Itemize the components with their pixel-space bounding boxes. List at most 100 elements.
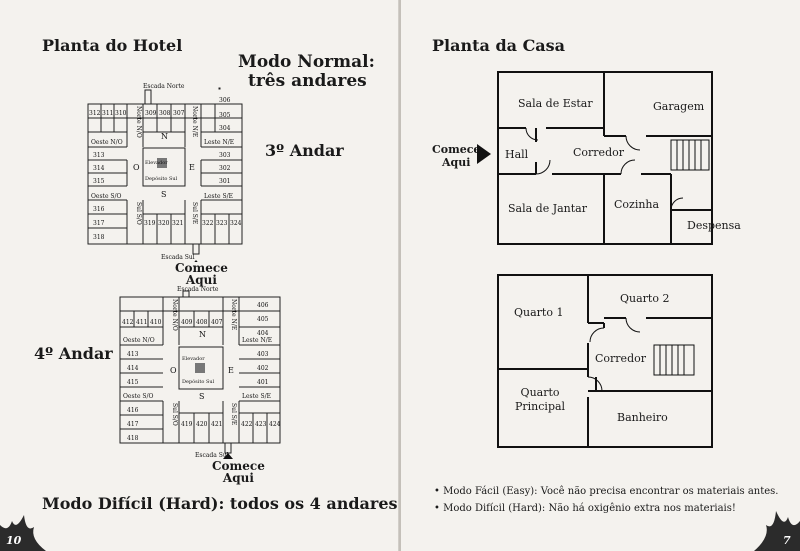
normal-mode-heading: Modo Normal: [238,52,375,72]
svg-text:Norte N/O: Norte N/O [135,106,142,138]
room-corredor-upper: Corredor [595,352,646,365]
svg-text:303: 303 [219,152,231,159]
svg-text:417: 417 [127,421,139,428]
svg-text:317: 317 [93,220,105,227]
room-cozinha: Cozinha [614,198,660,211]
svg-text:313: 313 [93,152,105,159]
start-arrow-icon [477,144,491,164]
flame-corner-icon [754,511,800,551]
room-corredor: Corredor [573,146,624,159]
svg-text:315: 315 [93,178,105,185]
south-stairs-label: Escada Sul [161,254,195,261]
svg-text:308: 308 [159,110,171,117]
svg-text:319: 319 [144,220,156,227]
svg-text:318: 318 [93,234,105,241]
east-ne-label: Leste N/E [204,139,234,146]
svg-text:323: 323 [216,220,228,227]
svg-text:324: 324 [230,220,242,227]
flame-corner-icon [0,515,46,551]
svg-text:411: 411 [136,319,147,326]
svg-text:416: 416 [127,407,139,414]
hotel-floor3-map: Escada Norte Escada Sul 312 311 310 309 … [87,83,243,262]
hotel-floor4-map: Escada Norte Escada Sul 412 411 410 409 … [119,286,281,459]
svg-text:S: S [199,392,204,401]
house-plan-title: Planta da Casa [432,36,566,55]
page-number-left: 10 [6,534,22,547]
svg-text:O: O [133,163,140,172]
svg-text:422: 422 [241,421,253,428]
west-nw-label: Oeste N/O [123,337,155,344]
bullet-hard-mode: • Modo Difícil (Hard): Não há oxigênio e… [434,503,736,514]
svg-text:307: 307 [173,110,185,117]
svg-text:314: 314 [93,165,105,172]
svg-text:S: S [161,190,166,199]
east-se-label: Leste S/E [204,193,233,200]
svg-text:415: 415 [127,379,139,386]
svg-text:403: 403 [257,351,269,358]
svg-text:401: 401 [257,379,268,386]
svg-text:Sul S/E: Sul S/E [230,403,237,425]
svg-text:306: 306 [219,97,231,104]
svg-text:Norte N/E: Norte N/E [191,106,198,137]
floor3-label: 3º Andar [265,141,344,160]
svg-text:420: 420 [196,421,208,428]
svg-text:N: N [199,330,206,339]
start-arrow-icon [223,453,233,459]
svg-text:Sul S/O: Sul S/O [135,202,142,225]
svg-text:Norte N/O: Norte N/O [171,299,178,331]
svg-text:Norte N/E: Norte N/E [230,299,237,330]
room-quarto-principal: Quarto Principal [515,386,566,413]
svg-text:305: 305 [219,112,231,119]
room-sala-estar: Sala de Estar [518,97,593,110]
svg-text:310: 310 [115,110,127,117]
hard-mode-heading: Modo Difícil (Hard): todos os 4 andares [42,494,398,513]
svg-text:Sul S/O: Sul S/O [171,403,178,426]
svg-text:408: 408 [196,319,208,326]
svg-text:410: 410 [150,319,162,326]
svg-text:Depósito Sul: Depósito Sul [145,175,178,182]
left-page: Planta do Hotel Modo Normal: três andare… [0,0,399,551]
floor4-label: 4º Andar [34,344,113,363]
svg-text:418: 418 [127,435,139,442]
stairs-icon [653,344,695,376]
north-stairs-icon [144,89,152,105]
east-ne-label: Leste N/E [242,337,272,344]
svg-text:Sul S/E: Sul S/E [191,202,198,224]
svg-text:320: 320 [158,220,170,227]
svg-text:Depósito Sul: Depósito Sul [182,378,215,385]
svg-text:316: 316 [93,206,105,213]
floor3-start-label: Comece Aqui [175,261,228,287]
house-start-label: Comece Aqui [432,143,481,169]
svg-text:322: 322 [202,220,214,227]
svg-text:312: 312 [89,110,101,117]
right-page: Planta da Casa Comece Aqui [401,0,800,551]
svg-text:O: O [170,366,177,375]
room-sala-jantar: Sala de Jantar [508,202,588,215]
elevator-icon [195,363,205,373]
east-se-label: Leste S/E [242,393,271,400]
hotel-plan-title: Planta do Hotel [42,36,183,55]
svg-text:421: 421 [211,421,222,428]
page-number-right: 7 [783,534,791,547]
svg-text:311: 311 [102,110,113,117]
svg-text:423: 423 [255,421,267,428]
svg-text:E: E [189,163,195,172]
svg-text:406: 406 [257,302,269,309]
svg-text:Elevador: Elevador [182,356,205,362]
svg-text:309: 309 [145,110,157,117]
svg-text:405: 405 [257,316,269,323]
room-despensa: Despensa [687,219,741,232]
svg-text:N: N [161,132,168,141]
svg-text:424: 424 [269,421,281,428]
north-stairs-label: Escada Norte [177,286,219,293]
north-stairs-label: Escada Norte [143,83,185,90]
stairs-icon [670,139,710,171]
bullet-easy-mode: • Modo Fácil (Easy): Você não precisa en… [434,486,779,497]
svg-text:402: 402 [257,365,269,372]
book-spine [398,0,402,551]
house-ground-floor-map [497,71,713,245]
floor4-start-label: Comece Aqui [212,459,265,485]
west-sw-label: Oeste S/O [91,193,122,200]
house-upper-floor-map [497,274,713,448]
svg-text:E: E [228,366,234,375]
